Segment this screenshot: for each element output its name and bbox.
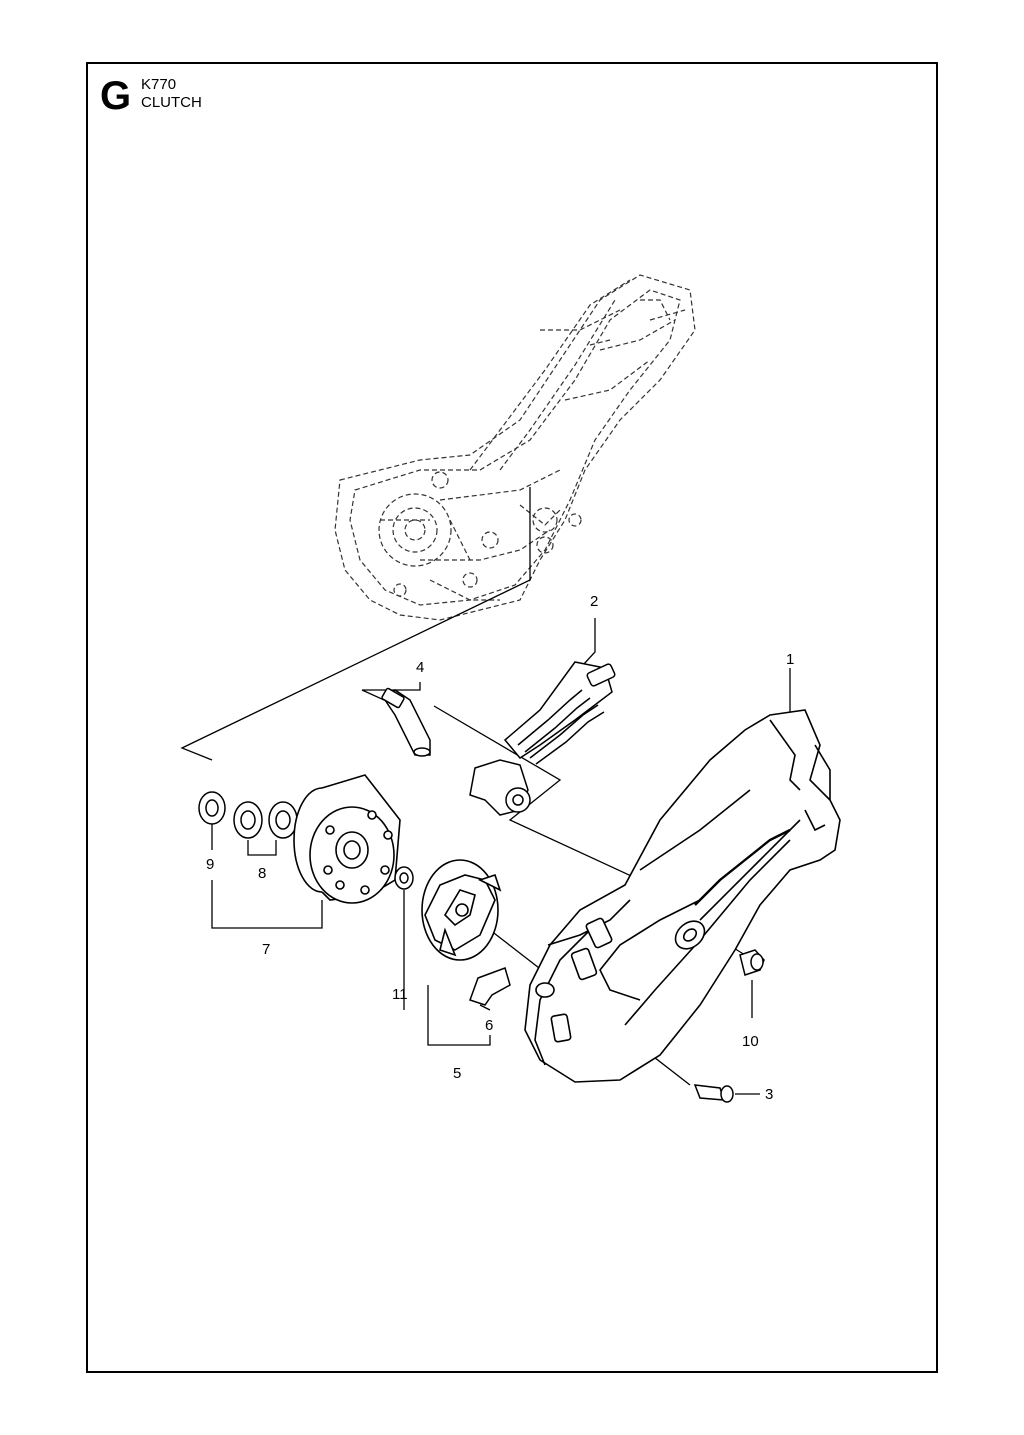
callout-1: 1: [786, 651, 794, 668]
callout-7: 7: [262, 941, 270, 958]
clutch-drum: [293, 774, 401, 904]
screw-lower: [693, 1084, 734, 1103]
callout-5: 5: [453, 1065, 461, 1082]
shaft-stud: [381, 687, 431, 757]
callout-6: 6: [485, 1017, 493, 1034]
callout-2: 2: [590, 593, 598, 610]
model-code: K770: [141, 76, 177, 93]
clutch-shoes: [421, 859, 502, 961]
clutch-cover: [524, 709, 841, 1083]
callout-10: 10: [742, 1033, 759, 1050]
spring-clip: [469, 967, 511, 1006]
page-frame: [86, 62, 938, 1373]
section-letter: G: [100, 74, 132, 118]
callout-8: 8: [258, 865, 266, 882]
callout-3: 3: [765, 1086, 773, 1103]
section-title: CLUTCH: [141, 94, 202, 111]
callout-9: 9: [206, 856, 214, 873]
belt-tensioner: [469, 661, 616, 816]
screw-upper: [739, 949, 765, 976]
washer: [198, 791, 226, 825]
callout-11: 11: [392, 986, 408, 1003]
small-washer: [394, 866, 414, 890]
callout-labels: 1 2 3 4 5 6 7 8 9 10 11: [206, 593, 794, 1103]
callout-4: 4: [416, 659, 424, 676]
bearings: [233, 801, 298, 839]
engine-housing-outline: [334, 274, 696, 621]
